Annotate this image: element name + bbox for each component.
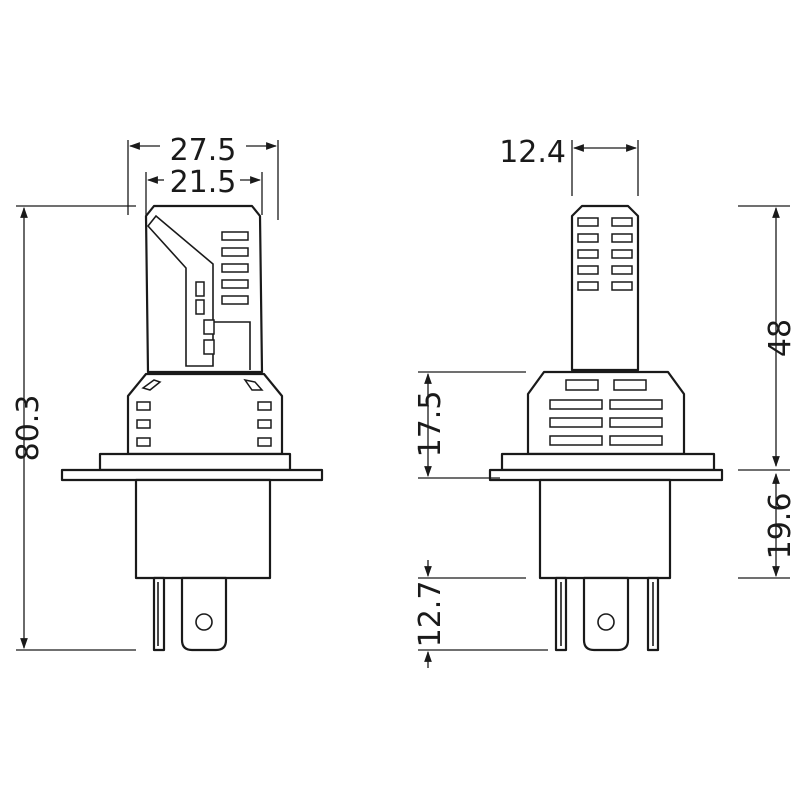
side-led-head: [570, 204, 640, 372]
side-flange-top: [500, 452, 716, 472]
front-flange: [60, 468, 324, 482]
front-dimensions: [16, 140, 279, 651]
front-collar-vents: [136, 378, 272, 447]
side-head-fins: [577, 217, 633, 291]
dim-head-height: 48: [763, 319, 798, 357]
front-flange-top: [98, 452, 292, 472]
dim-overall-height: 80.3: [11, 395, 46, 462]
side-view-bulb: [488, 204, 724, 652]
side-flange: [488, 468, 724, 482]
front-cooling-fins: [195, 231, 249, 355]
dim-head-width: 12.4: [499, 135, 566, 170]
dim-inner-width: 21.5: [170, 165, 237, 200]
dim-base-height: 19.6: [763, 493, 798, 560]
side-collar-vents: [549, 379, 663, 446]
front-view-bulb: [60, 204, 324, 652]
dim-collar-height: 17.5: [413, 391, 448, 458]
side-pin-hole: [597, 613, 615, 631]
side-base-socket: [538, 478, 672, 580]
front-pin-left: [152, 576, 166, 652]
front-heat-spreader: [146, 214, 214, 367]
dim-outer-width: 27.5: [170, 133, 237, 168]
front-spreader-step: [213, 321, 251, 370]
dim-pin-length: 12.7: [413, 581, 448, 648]
front-pin-hole: [195, 613, 213, 631]
front-base-socket: [134, 478, 272, 580]
side-dimensions: [418, 140, 790, 668]
